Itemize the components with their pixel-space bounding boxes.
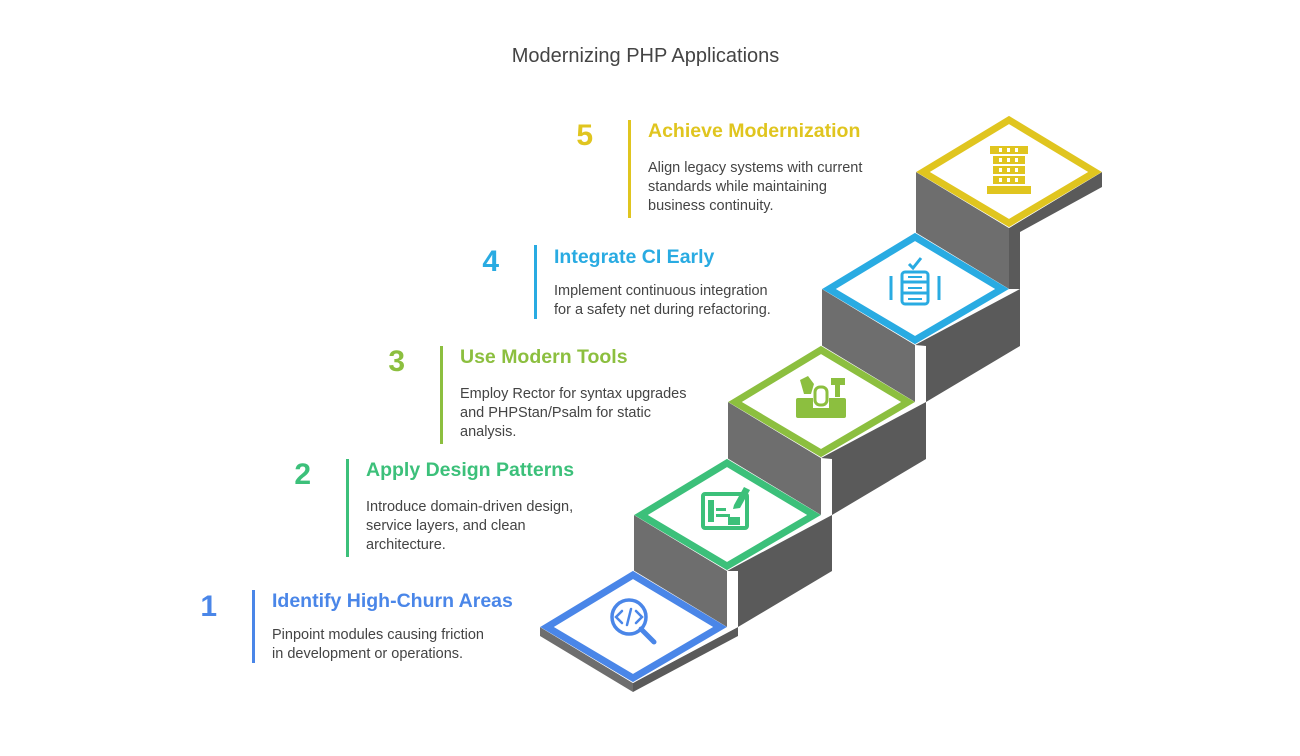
step-5-description: Align legacy systems with current standa… [648,159,908,216]
step-5-desc-line: Align legacy systems with current [648,160,863,176]
step-1-desc-line: in development or operations. [272,646,464,662]
step-5-heading: Achieve Modernization [648,120,861,142]
step-2-heading: Apply Design Patterns [366,459,575,481]
stair-riser-2 [634,515,832,627]
step-3-desc-line: and PHPStan/Psalm for static [460,405,651,421]
step-1-bar [252,590,255,663]
step-2-bar [346,459,349,557]
step-1-description: Pinpoint modules causing friction in dev… [272,626,522,664]
diagram-title: Modernizing PHP Applications [511,45,780,67]
step-4-desc-line: for a safety net during refactoring. [554,302,771,318]
step-3-desc-line: analysis. [460,424,517,440]
step-1-number: 1 [200,590,217,623]
step-3-heading: Use Modern Tools [460,346,628,368]
step-4-heading: Integrate CI Early [554,246,715,268]
stair-riser-5 [916,172,1102,289]
step-4-desc-line: Implement continuous integration [554,283,768,299]
step-2-description: Introduce domain-driven design, service … [366,498,616,555]
server-check-icon [889,257,941,306]
step-5-desc-line: business continuity. [648,198,774,214]
code-search-icon [610,598,657,645]
step-4-description: Implement continuous integration for a s… [554,282,824,320]
step-4-bar [534,245,537,319]
step-2-desc-line: Introduce domain-driven design, [366,499,574,515]
step-1-heading: Identify High-Churn Areas [272,590,513,612]
step-5-desc-line: standards while maintaining [648,179,827,195]
step-3-desc-line: Employ Rector for syntax upgrades [460,386,687,402]
step-2-desc-line: service layers, and clean [366,518,526,534]
blueprint-edit-icon [701,487,750,530]
stair-top-1 [540,570,727,683]
step-3-description: Employ Rector for syntax upgrades and PH… [460,385,720,442]
step-5-number: 5 [576,119,593,152]
step-4-number: 4 [482,245,499,278]
stair-riser-4 [822,289,1020,402]
step-3-number: 3 [388,345,405,378]
building-icon [987,146,1031,194]
step-2-desc-line: architecture. [366,537,446,553]
step-3-bar [440,346,443,444]
step-2-number: 2 [294,458,311,491]
step-5-bar [628,120,631,218]
step-1-desc-line: Pinpoint modules causing friction [272,627,484,643]
stair-riser-3 [728,402,926,515]
toolbox-icon [796,376,846,418]
